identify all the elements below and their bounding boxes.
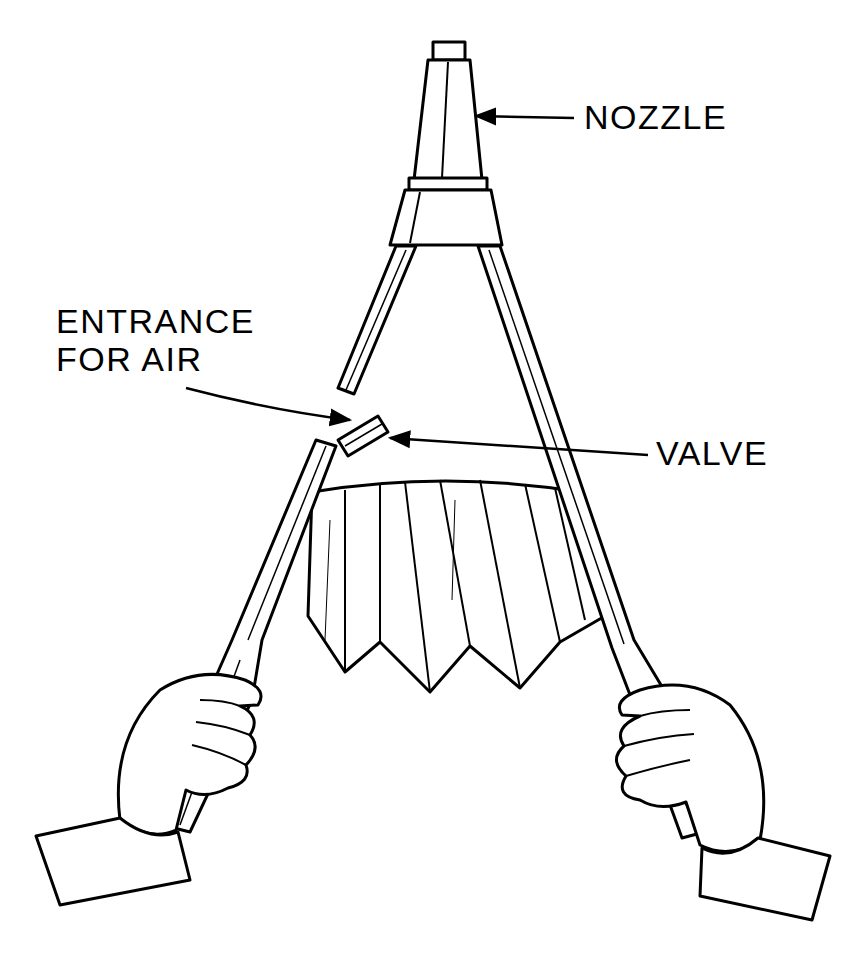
air-entrance-leader xyxy=(186,388,350,420)
bellows-pleats xyxy=(325,480,585,692)
part-label: NOZZLE xyxy=(584,98,804,136)
nozzle-leader xyxy=(476,116,574,118)
nozzle-tube xyxy=(414,60,482,180)
nozzle-base xyxy=(390,190,502,245)
nozzle-collar xyxy=(409,178,487,190)
nozzle-highlight xyxy=(442,62,448,178)
right-hand xyxy=(616,685,763,851)
part-label: VALVE xyxy=(656,434,836,472)
valve-flap xyxy=(338,416,388,456)
valve-grain xyxy=(345,424,382,446)
right-cuff xyxy=(700,838,830,920)
board-grain xyxy=(346,250,406,390)
left-cuff xyxy=(36,818,190,905)
left-fingers xyxy=(192,700,250,765)
part-label: ENTRANCE FOR AIR xyxy=(56,302,306,378)
right-fingers xyxy=(624,710,694,776)
nozzle-tip xyxy=(433,42,465,60)
left-hand xyxy=(118,674,261,834)
board-grain xyxy=(248,446,326,640)
nozzle-base-line xyxy=(410,192,420,243)
valve-leader xyxy=(390,438,648,455)
left-board-upper xyxy=(338,246,416,394)
